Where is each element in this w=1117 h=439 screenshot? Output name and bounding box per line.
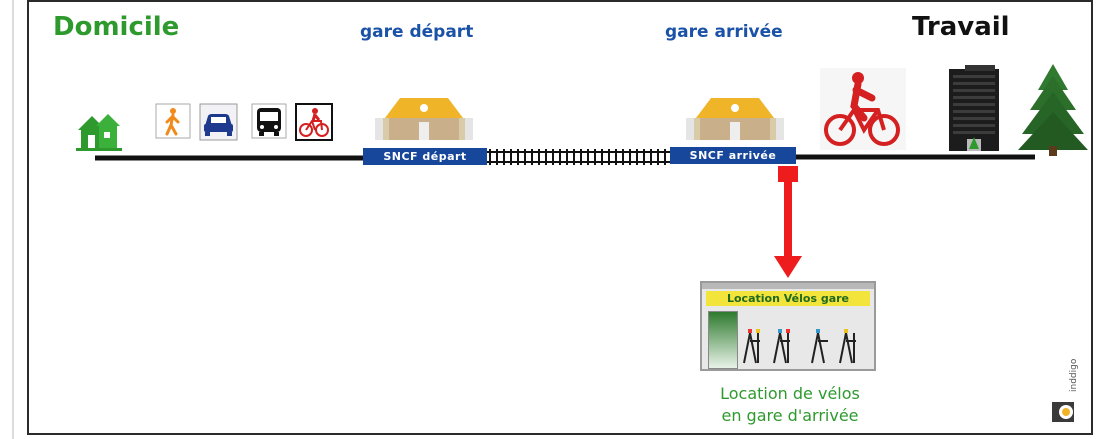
rail-track xyxy=(487,149,670,165)
house-icon xyxy=(76,114,122,151)
bike-rack-icon xyxy=(743,329,856,364)
departure-station-heading: gare départ xyxy=(360,22,474,42)
bus-icon xyxy=(251,103,287,139)
office-building-icon xyxy=(949,65,999,151)
rental-banner: Location Vélos gare xyxy=(706,291,870,306)
pedestrian-icon xyxy=(155,103,191,139)
arrival-station-heading: gare arrivée xyxy=(665,22,783,42)
sncf-departure-label: SNCF départ xyxy=(363,148,487,165)
work-heading: Travail xyxy=(912,12,1010,42)
cyclist-icon xyxy=(820,68,906,150)
logo-icon xyxy=(1052,402,1074,422)
arrival-station-icon xyxy=(686,98,784,140)
diagram-frame xyxy=(27,0,1093,435)
bicycle-icon xyxy=(295,103,333,141)
rental-roof xyxy=(702,283,874,289)
rental-caption-line2: en gare d'arrivée xyxy=(721,406,859,425)
rental-caption: Location de vélos en gare d'arrivée xyxy=(680,383,900,427)
red-arrow xyxy=(774,166,802,278)
rental-kiosk xyxy=(708,311,738,369)
logo-text: inddigo xyxy=(1069,358,1079,392)
home-heading: Domicile xyxy=(53,12,180,42)
departure-station-icon xyxy=(375,98,473,140)
bike-rental-station: Location Vélos gare xyxy=(700,281,876,371)
rental-caption-line1: Location de vélos xyxy=(720,384,860,403)
car-icon xyxy=(199,103,238,141)
tree-icon xyxy=(1018,64,1088,156)
sncf-arrival-label: SNCF arrivée xyxy=(670,147,796,164)
scrollbar-edge xyxy=(12,0,14,439)
